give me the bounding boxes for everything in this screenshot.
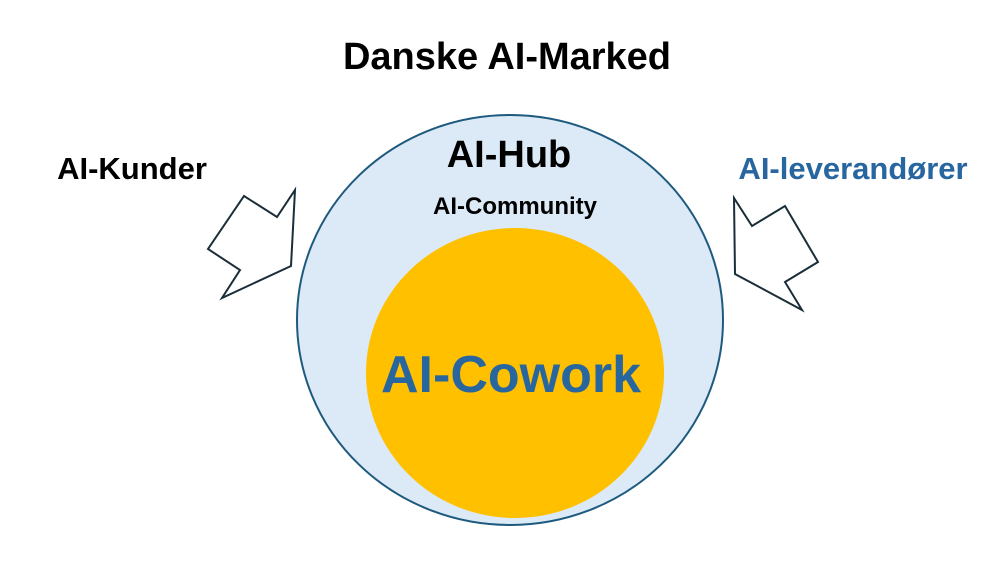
right-arrow-icon bbox=[732, 194, 820, 313]
ai-kunder-label: AI-Kunder bbox=[57, 151, 207, 186]
ai-hub-label: AI-Hub bbox=[446, 134, 572, 176]
ai-cowork-label: AI-Cowork bbox=[381, 346, 641, 404]
left-arrow-icon bbox=[206, 186, 297, 301]
diagram-title: Danske AI-Marked bbox=[342, 36, 672, 78]
ai-cowork-circle bbox=[366, 228, 664, 518]
ai-community-label: AI-Community bbox=[433, 193, 597, 220]
ai-leverandorer-label: AI-leverandører bbox=[738, 151, 968, 186]
